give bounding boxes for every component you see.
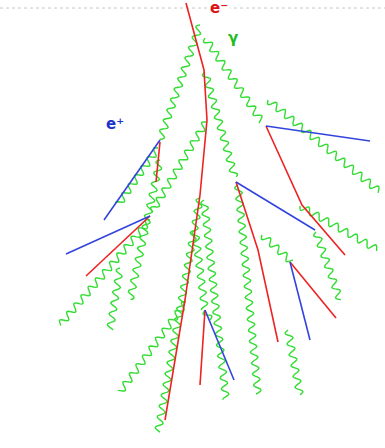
positron-track xyxy=(104,140,160,220)
photon-track xyxy=(59,220,150,326)
photon-track xyxy=(107,268,122,330)
electron-track xyxy=(200,310,205,385)
electron-track xyxy=(86,216,150,276)
photon-label: γ xyxy=(226,30,240,47)
surface-line xyxy=(0,8,385,9)
photon-track xyxy=(160,25,201,139)
electron-track xyxy=(156,142,160,182)
photon-track xyxy=(192,230,208,310)
positron-track xyxy=(66,216,150,254)
electron-label: e⁻ xyxy=(208,0,230,17)
photon-track xyxy=(268,100,380,193)
electron-track xyxy=(236,182,278,342)
photon-track xyxy=(201,200,229,400)
photon-track xyxy=(118,302,186,391)
photon-track xyxy=(261,235,292,262)
electron-track xyxy=(266,126,345,255)
photon-track xyxy=(151,122,206,211)
positron-track xyxy=(205,310,234,380)
positron-track xyxy=(236,182,315,230)
photon-track xyxy=(202,72,237,177)
positron-group xyxy=(66,126,370,380)
photon-track xyxy=(314,232,341,300)
photon-track xyxy=(285,330,303,395)
positron-track xyxy=(290,262,310,340)
electron-track xyxy=(165,3,207,420)
positron-track xyxy=(266,126,370,141)
photon-track xyxy=(204,38,263,123)
positron-label: e⁺ xyxy=(104,116,126,133)
electron-group xyxy=(86,3,345,420)
photon-group xyxy=(59,25,379,432)
